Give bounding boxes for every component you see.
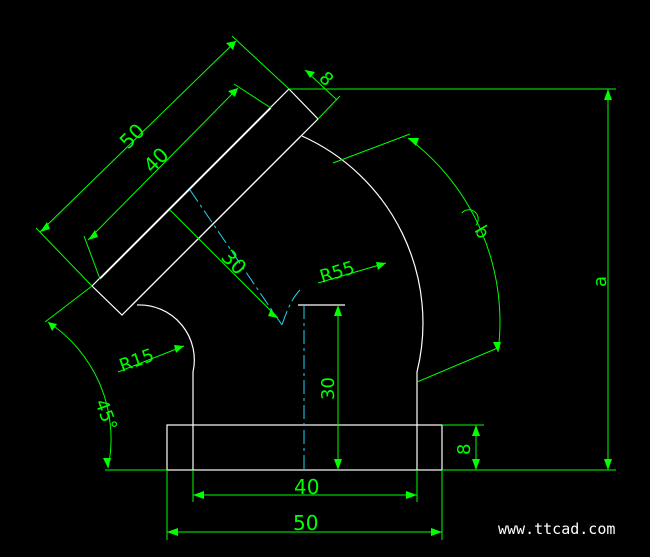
dim-leader-r15 [117,345,185,373]
arrowhead [193,491,204,499]
part-outline [91,88,443,471]
dim-text-r15: R15 [117,345,157,377]
dim-text-bottom-50: 50 [293,511,318,535]
ext-line-top-40-b [233,83,272,109]
dim-text-bottom-8: 8 [454,444,475,455]
dim-text-r55: R55 [317,257,357,287]
arc-symbol [461,209,479,226]
arrowhead [472,459,480,470]
top-inner-edge-2 [129,136,301,308]
dim-text-top-8: 8 [314,68,337,91]
dim-line-top-50 [39,40,237,233]
arrowhead [406,491,417,499]
top-flange [91,88,319,316]
dim-leader-r55 [317,262,387,284]
dim-text-top-40: 40 [139,143,174,178]
ext-line-top-40-a [83,235,101,280]
centerline-diagonal [189,189,283,326]
ext-line-b-b [416,346,501,383]
arrowhead [408,138,419,146]
arrowhead [40,222,50,232]
arrowhead [48,322,57,331]
arrowhead [334,459,342,470]
arrowhead [228,88,238,97]
centerlines [189,189,305,470]
dim-arc-45 [47,321,112,469]
arrowhead [103,458,111,468]
arrowhead [88,230,98,240]
arrowhead [604,89,612,100]
arrowhead [334,305,342,316]
top-inner-edge [99,107,272,280]
dim-text-top-50: 50 [115,119,150,154]
dim-text-vert-30: 30 [318,377,339,400]
ext-line-45 [44,285,93,323]
watermark-text: www.ttcad.com [498,520,615,538]
dim-text-45: 45° [90,397,121,434]
arrowhead [268,309,278,318]
dim-text-bottom-40: 40 [294,475,319,499]
arrowhead [174,345,184,353]
arrowhead [305,70,315,78]
ext-line-top-50-a [35,227,93,287]
arrowhead [604,459,612,470]
arrowhead [431,528,442,536]
dim-line-diag-30 [169,209,279,319]
dim-arc-b [407,137,501,353]
ext-line-top-50-b [231,35,290,90]
arrowhead [226,41,236,50]
arrowhead [167,528,178,536]
arrowhead [376,262,386,270]
arrowhead [472,425,480,436]
dim-line-top-40 [87,87,239,241]
dim-text-a: a [590,276,611,287]
arrowhead [493,342,501,352]
centerline-arc [281,289,301,326]
ext-line-top-8 [317,95,341,120]
inner-bend-edge [136,304,195,425]
outer-bend-edge [301,135,424,425]
ext-line-b-a [332,133,411,164]
dim-text-b: b [470,222,494,242]
dimensions: 50 40 8 30 R55 R15 45° b a [35,35,616,540]
dim-text-diag-30: 30 [216,245,251,280]
